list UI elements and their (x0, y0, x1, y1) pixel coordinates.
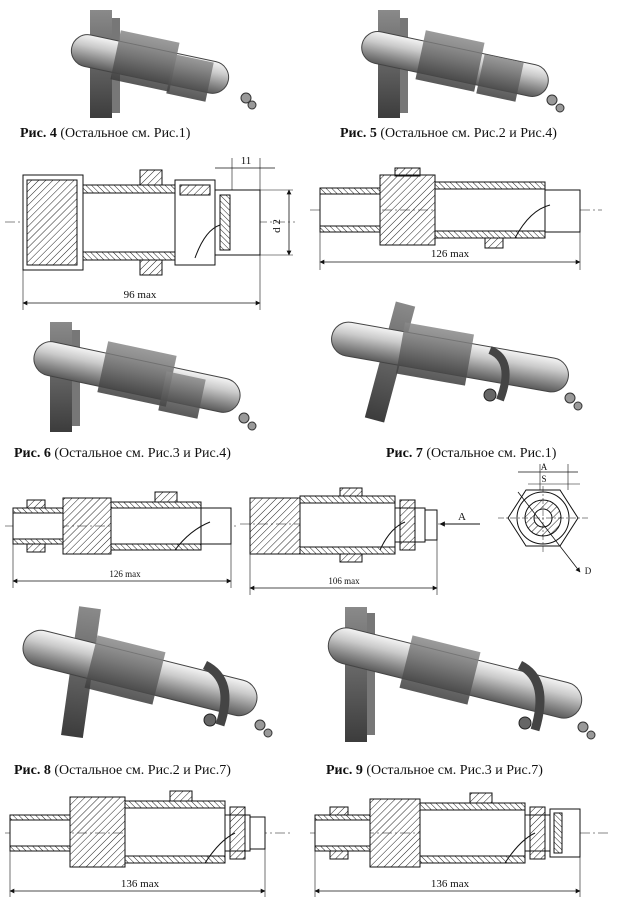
fig8-label: Рис. 8 (14, 763, 51, 778)
fig5-drawing: 126 max (310, 167, 602, 270)
fig6-caption-text: (Остальное см. Рис.3 и Рис.4) (50, 446, 231, 461)
fig5-caption-text: (Остальное см. Рис.2 и Рис.4) (376, 126, 557, 141)
fig9-caption-text: (Остальное см. Рис.3 и Рис.7) (362, 763, 543, 778)
fig4-label: Рис. 4 (20, 126, 57, 141)
fig9-drawing: 136 max (310, 792, 608, 897)
fig4-top-dimension: 11 (241, 155, 252, 167)
fig4-length-label: 96 max (124, 289, 157, 301)
fig7-label: Рис. 7 (386, 446, 423, 461)
fig4-drawing: 96 max 11 d 2 (5, 155, 295, 310)
fig5-caption: Рис. 5 (Остальное см. Рис.2 и Рис.4) (340, 126, 557, 142)
fig9-label: Рис. 9 (326, 763, 363, 778)
fig4-caption-text: (Остальное см. Рис.1) (56, 126, 191, 141)
fig6-render (33, 322, 257, 432)
fig5-label: Рис. 5 (340, 126, 377, 141)
fig7-caption-text: (Остальное см. Рис.1) (422, 446, 557, 461)
fig9-length-label: 136 max (431, 878, 470, 890)
fig7-caption: Рис. 7 (Остальное см. Рис.1) (386, 446, 556, 462)
fig9-caption: Рис. 9 (Остальное см. Рис.3 и Рис.7) (326, 763, 543, 779)
fig8-caption-text: (Остальное см. Рис.2 и Рис.7) (50, 763, 231, 778)
fig6-drawing: 126 max (5, 491, 237, 588)
fig5-render (361, 10, 565, 118)
fig9-render (327, 607, 596, 742)
fig4-render (70, 10, 257, 118)
fig7-S-label: S (541, 474, 546, 484)
fig7-D-label: D (585, 566, 592, 576)
fig7-A-label: A (541, 462, 548, 472)
fig6-label: Рис. 6 (14, 446, 51, 461)
fig6-caption: Рис. 6 (Остальное см. Рис.3 и Рис.4) (14, 446, 231, 462)
fig7-view-marker: A (458, 511, 466, 523)
fig4-caption: Рис. 4 (Остальное см. Рис.1) (20, 126, 190, 142)
fig4-d2-label: d 2 (271, 219, 283, 233)
fig8-caption: Рис. 8 (Остальное см. Рис.2 и Рис.7) (14, 763, 231, 779)
fig8-render (22, 606, 273, 739)
fig8-drawing: 136 max (5, 790, 293, 897)
fig7-drawing: A 106 max (240, 487, 480, 595)
fig6-length-label: 126 max (109, 569, 141, 579)
fig8-length-label: 136 max (121, 878, 160, 890)
fig7-render (331, 301, 583, 423)
fig7-length-label: 106 max (328, 576, 360, 586)
fig5-length-label: 126 max (431, 248, 470, 260)
fig7-end-view: A S D (498, 462, 592, 576)
